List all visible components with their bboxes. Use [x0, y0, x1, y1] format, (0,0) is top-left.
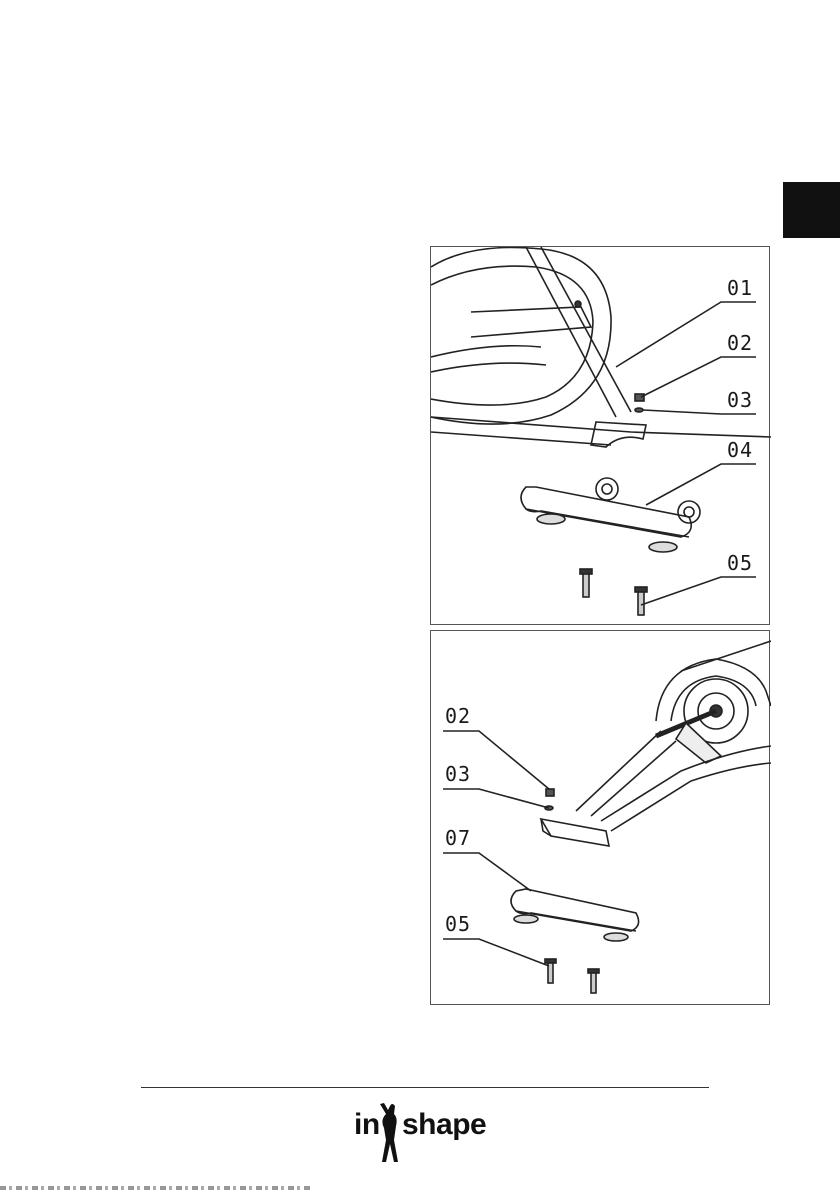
assembly-figure-front-stabilizer: 02 03 07 05 — [430, 630, 770, 1005]
front-stabilizer-drawing: 02 03 07 05 — [431, 631, 771, 1006]
footer-divider — [141, 1087, 709, 1088]
callout-02: 02 — [445, 704, 471, 728]
callout-03: 03 — [445, 762, 471, 786]
scan-artifact — [0, 1186, 310, 1190]
logo-text-in: in — [354, 1108, 380, 1142]
inshape-logo: in shape — [350, 1100, 490, 1168]
logo-text-shape: shape — [402, 1108, 486, 1142]
callout-03: 03 — [727, 388, 753, 412]
callout-04: 04 — [727, 438, 753, 462]
callout-02: 02 — [727, 331, 753, 355]
assembly-figure-rear-stabilizer: 01 02 03 04 05 — [430, 246, 770, 625]
callout-05: 05 — [727, 551, 753, 575]
rear-stabilizer-drawing: 01 02 03 04 05 — [431, 247, 771, 626]
callout-05: 05 — [445, 912, 471, 936]
callout-07: 07 — [445, 826, 471, 850]
callout-01: 01 — [727, 276, 753, 300]
section-tab — [783, 182, 840, 238]
